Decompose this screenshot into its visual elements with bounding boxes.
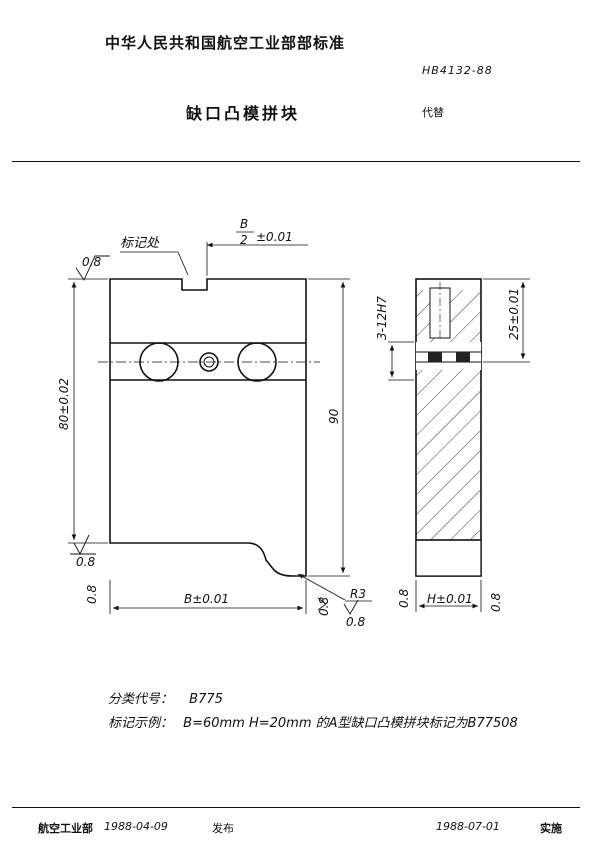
classification-value: B775 bbox=[189, 692, 223, 707]
classification-row: 分类代号： B775 bbox=[108, 688, 223, 707]
roughness-left-bottom-value: 0.8 bbox=[76, 555, 95, 569]
issuer: 航空工业部 bbox=[38, 822, 93, 835]
effective-date: 1988-07-01 bbox=[436, 820, 500, 833]
roughness-symbol-left-bottom bbox=[70, 534, 96, 555]
issue-label: 发布 bbox=[212, 822, 234, 835]
organization-title: 中华人民共和国航空工业部部标准 bbox=[105, 34, 346, 52]
standard-code: HB4132-88 bbox=[422, 64, 493, 77]
radius-label: R3 bbox=[350, 587, 366, 601]
dim-side-hole: 3-12H7 bbox=[375, 296, 389, 340]
header-rule bbox=[12, 161, 580, 162]
classification-label: 分类代号： bbox=[108, 692, 174, 707]
effective-label: 实施 bbox=[540, 822, 562, 835]
marking-label: 标记示例： bbox=[108, 716, 174, 731]
dim-top-numerator: B bbox=[240, 217, 248, 231]
dim-side-height: 25±0.01 bbox=[507, 288, 521, 340]
roughness-top-value: 0.8 bbox=[82, 255, 101, 269]
footer-rule bbox=[12, 807, 580, 808]
dim-height-left: 80±0.02 bbox=[57, 378, 71, 430]
roughness-symbol-top bbox=[75, 255, 110, 281]
mark-label: 标记处 bbox=[120, 236, 160, 251]
front-view bbox=[98, 278, 320, 577]
roughness-side-left-value: 0.8 bbox=[397, 589, 411, 608]
issue-date: 1988-04-09 bbox=[104, 820, 168, 833]
front-view-outline bbox=[109, 278, 307, 577]
roughness-side-right-value: 0.8 bbox=[489, 593, 503, 612]
marking-example-row: 标记示例： B=60mm H=20mm 的A型缺口凸模拼块标记为B77508 bbox=[108, 712, 518, 731]
dim-height-right: 90 bbox=[327, 408, 341, 424]
roughness-right-bottom-value: 0.8 bbox=[317, 597, 331, 616]
replaces-label: 代替 bbox=[422, 106, 444, 119]
document-title: 缺口凸模拼块 bbox=[186, 104, 301, 123]
screw-hole bbox=[199, 352, 219, 372]
dim-width: B±0.01 bbox=[184, 592, 229, 606]
side-view bbox=[415, 278, 482, 577]
dim-top-tolerance: ±0.01 bbox=[256, 230, 293, 244]
dim-top-denominator: 2 bbox=[240, 233, 248, 247]
dim-side-width: H±0.01 bbox=[427, 592, 473, 606]
roughness-bottom-value: 0.8 bbox=[85, 585, 99, 604]
roughness-radius-value: 0.8 bbox=[346, 615, 365, 629]
marking-value: B=60mm H=20mm 的A型缺口凸模拼块标记为B77508 bbox=[183, 716, 518, 731]
